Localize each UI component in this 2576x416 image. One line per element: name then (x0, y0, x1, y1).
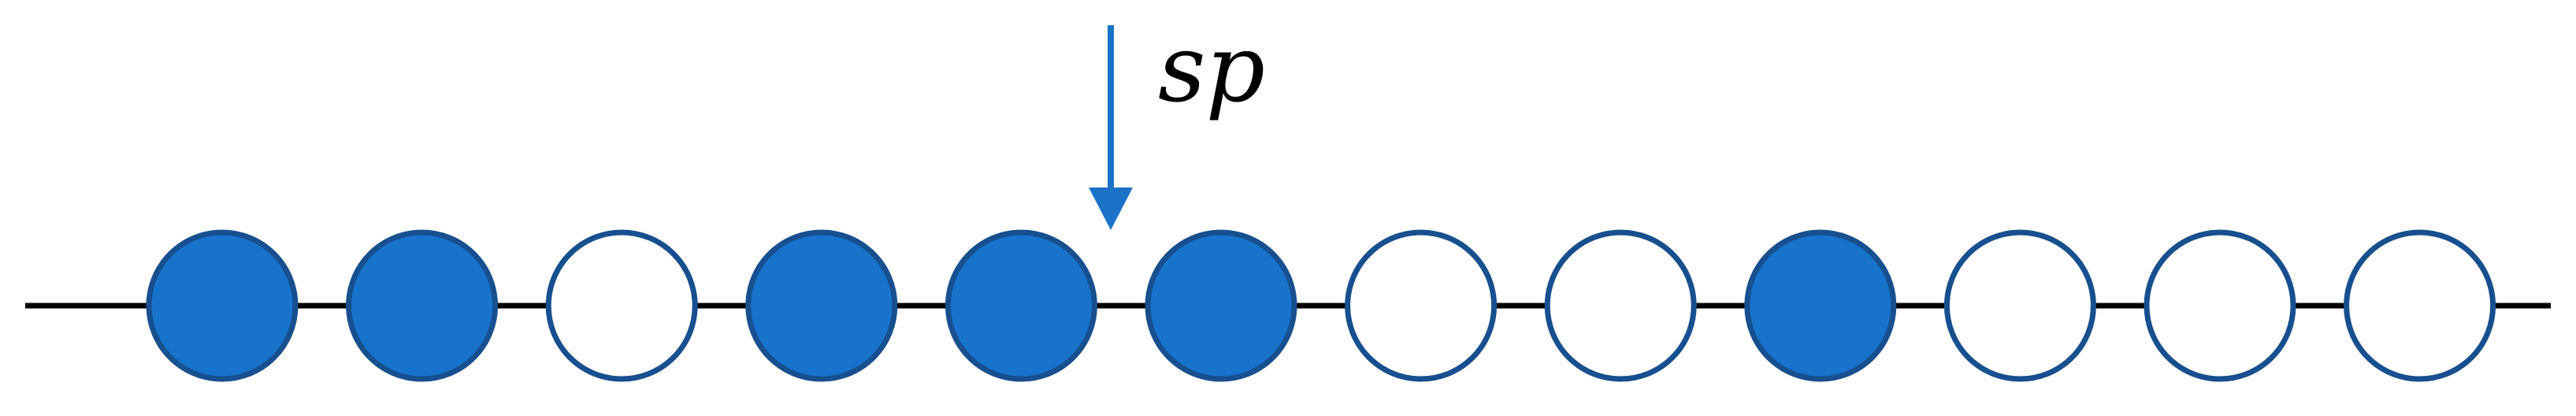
node-row (146, 229, 2496, 382)
node-filled (945, 229, 1097, 382)
node-empty (1943, 229, 2096, 382)
pointer-label: sp (1158, 14, 1265, 123)
pointer-marker: sp (1089, 14, 1265, 230)
node-filled (1744, 229, 1897, 382)
pointer-arrowhead (1089, 188, 1133, 230)
node-filled (146, 229, 299, 382)
node-empty (1345, 229, 1498, 382)
node-empty (545, 229, 698, 382)
node-filled (1145, 229, 1297, 382)
node-filled (346, 229, 499, 382)
node-filled (745, 229, 898, 382)
node-empty (2344, 229, 2496, 382)
node-empty (2144, 229, 2296, 382)
node-empty (1544, 229, 1697, 382)
